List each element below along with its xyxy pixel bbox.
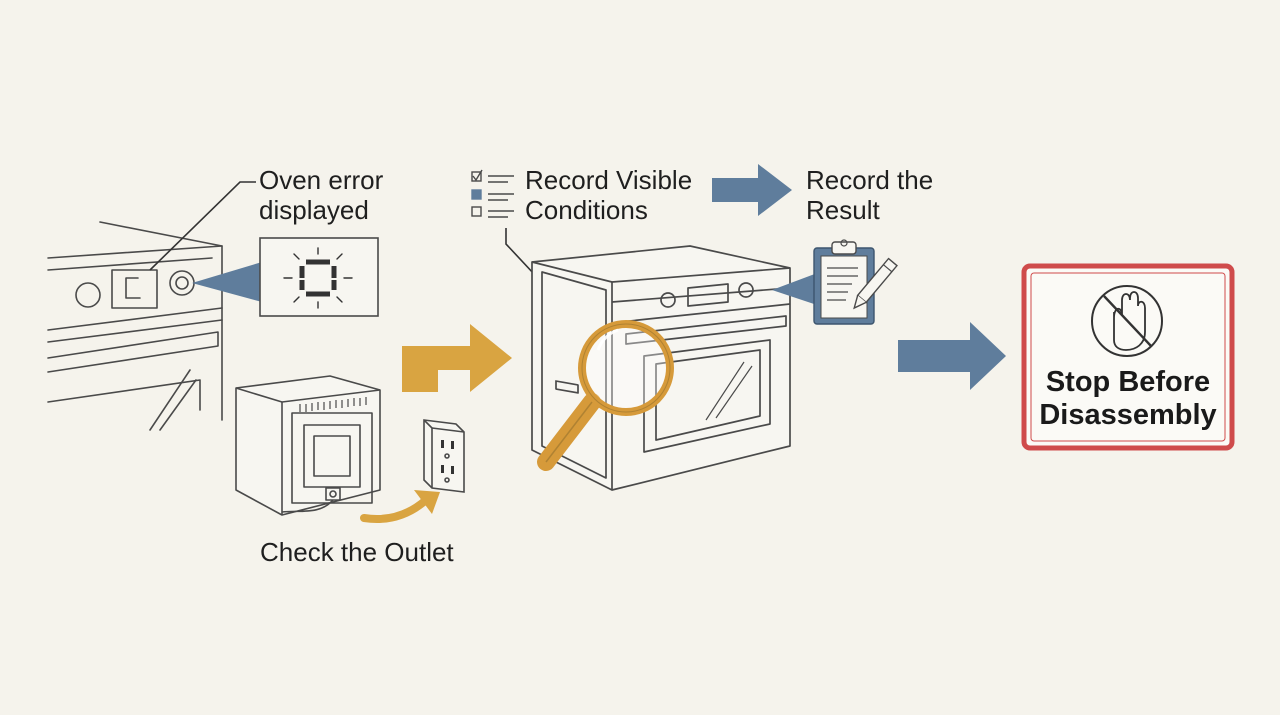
- record-conditions-label-line-2: Conditions: [525, 195, 648, 225]
- stop-before-disassembly-label: Stop Before Disassembly: [1030, 366, 1226, 432]
- oven-error-label: Oven error displayed: [259, 165, 383, 225]
- stop-label-line-1: Stop Before: [1045, 366, 1211, 398]
- countertop-oven-illustration: [235, 375, 381, 516]
- magnifying-glass-icon: [537, 320, 674, 471]
- blue-arrow-to-result: [712, 164, 792, 216]
- record-conditions-label-line-1: Record Visible: [525, 165, 693, 195]
- checklist-icon: [471, 169, 514, 218]
- orange-elbow-arrow: [402, 324, 512, 392]
- clipboard-pencil-icon: [813, 239, 898, 325]
- oven-error-leader-line: [149, 181, 256, 271]
- record-result-label: Record the Result: [806, 165, 933, 225]
- error-code-display-icon: [259, 237, 379, 317]
- oven-error-label-line-2: displayed: [259, 195, 369, 225]
- left-oven-illustration: [47, 221, 223, 431]
- check-outlet-label: Check the Outlet: [260, 537, 454, 567]
- stop-sign-box: [1021, 263, 1235, 451]
- error-callout-wedge: [192, 262, 262, 302]
- clipboard-callout-wedge: [772, 272, 820, 306]
- record-result-label-line-1: Record the: [806, 165, 934, 195]
- outlet-curved-arrow: [360, 490, 440, 523]
- blue-arrow-to-stop: [898, 322, 1006, 390]
- stop-label-line-2: Disassembly: [1039, 399, 1217, 431]
- wall-outlet-icon: [423, 419, 465, 493]
- no-hand-icon: [1091, 285, 1163, 357]
- main-oven-illustration: [531, 245, 791, 491]
- record-conditions-label: Record Visible Conditions: [525, 165, 692, 225]
- oven-error-label-line-1: Oven error: [259, 165, 384, 195]
- record-result-label-line-2: Result: [806, 195, 880, 225]
